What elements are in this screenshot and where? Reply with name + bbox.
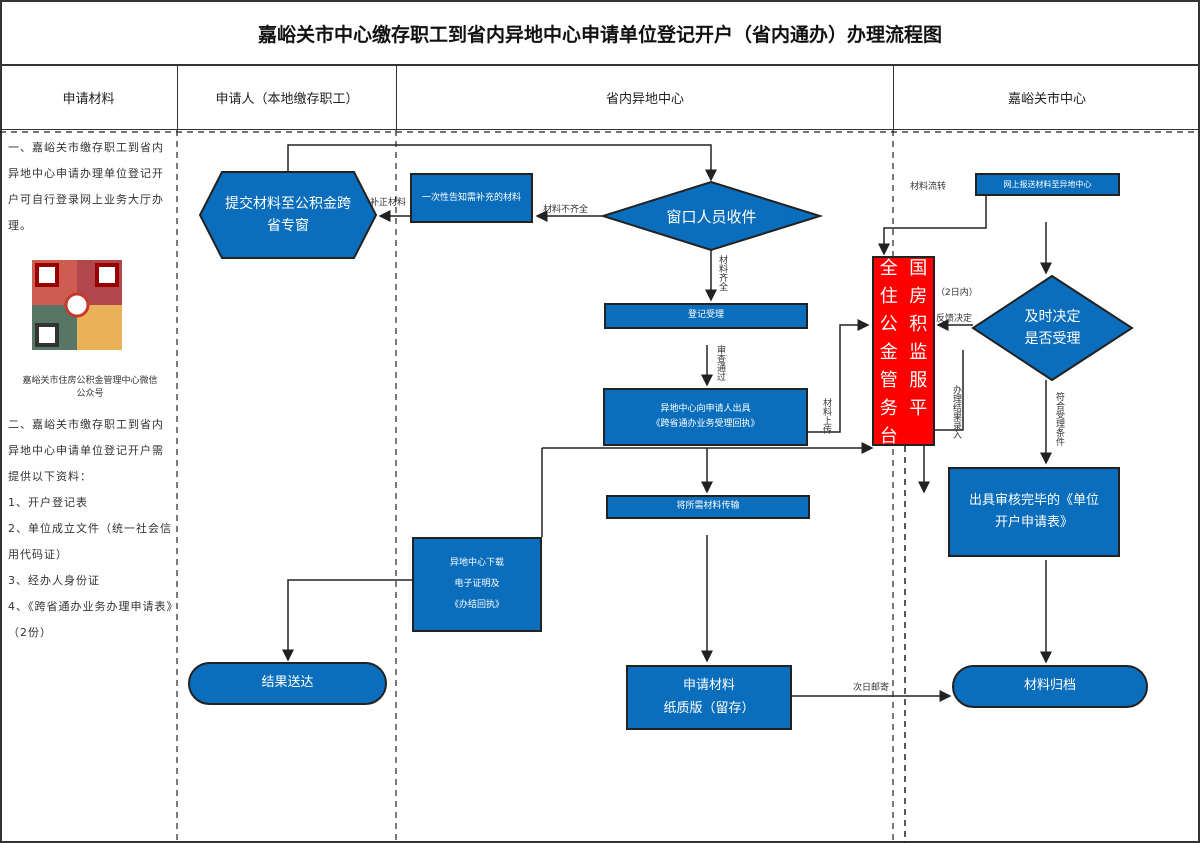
edge-label-approved: 审查通过 xyxy=(715,345,725,381)
node-paper-line: 纸质版（留存） xyxy=(663,700,755,716)
node-online: 网上报送材料至异地中心 xyxy=(975,173,1120,196)
edge-label-within: （2日内） xyxy=(936,288,978,298)
node-decide-line: 及时决定 xyxy=(1024,308,1081,325)
node-download-line: 异地中心下载 xyxy=(449,558,504,569)
node-form: 出具审核完毕的《单位开户申请表》 xyxy=(948,467,1120,557)
edge-label-mail: 次日邮寄 xyxy=(853,683,890,693)
edge-label-complete: 材料齐全 xyxy=(717,255,727,291)
platform-char: 监 xyxy=(909,342,928,363)
frame xyxy=(0,66,1200,843)
node-download-line: 《办结回执》 xyxy=(449,599,504,610)
column-header-remote-center: 省内异地中心 xyxy=(396,66,893,130)
qr-code-icon xyxy=(32,260,122,350)
edge-label-result-entry: 办理结果录入 xyxy=(951,385,961,439)
column-header-materials: 申请材料 xyxy=(0,66,177,130)
material-item: 3、经办人身份证 xyxy=(8,574,100,587)
node-platform: 全 国 住 房 公 积 金 监 管 服 务 平 台 xyxy=(872,256,935,447)
node-register: 登记受理 xyxy=(604,303,808,329)
platform-char: 全 xyxy=(879,258,898,279)
platform-char: 服 xyxy=(909,370,928,391)
qr-caption: 嘉峪关市住房公积金管理中心微信公众号 xyxy=(22,376,158,399)
edge-label-flow: 材料流转 xyxy=(910,182,947,192)
platform-char: 积 xyxy=(909,314,928,335)
node-decide-diamond xyxy=(971,274,1134,382)
node-download-line: 电子证明及 xyxy=(454,579,500,590)
edge-label-incomplete: 材料不齐全 xyxy=(543,205,589,215)
material-item: 2、单位成立文件（统一社会信用代码证） xyxy=(8,522,172,561)
material-item: 4、《跨省通办业务办理申请表》（2份） xyxy=(8,600,173,639)
column-header-applicant: 申请人（本地缴存职工） xyxy=(177,66,396,130)
platform-char: 住 xyxy=(879,286,898,307)
qr-code[interactable] xyxy=(22,250,132,360)
materials-intro: 一、嘉峪关市缴存职工到省内异地中心申请办理单位登记开户可自行登录网上业务大厅办理… xyxy=(8,141,164,232)
platform-char: 管 xyxy=(879,370,898,391)
node-decide: 及时决定 是否受理 xyxy=(973,276,1132,380)
node-receive: 窗口人员收件 xyxy=(666,207,757,226)
platform-char: 国 xyxy=(909,258,928,279)
node-paper: 申请材料 纸质版（留存） xyxy=(626,665,792,730)
node-notify: 一次性告知需补充的材料 xyxy=(410,173,533,223)
node-deliver: 结果送达 xyxy=(188,662,387,705)
node-download: 异地中心下载 电子证明及 《办结回执》 xyxy=(412,537,542,632)
node-receive-diamond xyxy=(599,180,824,252)
node-receipt-line: 《跨省通办业务受理回执》 xyxy=(651,419,760,429)
platform-char: 平 xyxy=(909,398,928,419)
materials-list: 二、嘉峪关市缴存职工到省内异地中心申请单位登记开户需提供以下资料： 1、开户登记… xyxy=(8,412,173,646)
node-receipt-line: 异地中心向申请人出具 xyxy=(660,403,751,414)
node-decide-line: 是否受理 xyxy=(1024,331,1081,347)
material-item: 1、开户登记表 xyxy=(8,496,88,509)
node-paper-line: 申请材料 xyxy=(682,678,735,694)
platform-char: 房 xyxy=(909,286,928,307)
platform-char: 务 xyxy=(879,398,898,419)
node-submit: 提交材料至公积金跨省专窗 xyxy=(225,195,351,234)
platform-char: 金 xyxy=(879,342,898,363)
edge-label-feedback: 反馈决定 xyxy=(936,314,973,324)
edge-label-supplement: 补正材料 xyxy=(370,198,407,208)
column-header-jiayuguan-center: 嘉峪关市中心 xyxy=(893,66,1200,130)
node-submit-hexagon xyxy=(198,171,378,259)
page-title: 嘉峪关市中心缴存职工到省内异地中心申请单位登记开户（省内通办）办理流程图 xyxy=(0,0,1200,66)
node-archive: 材料归档 xyxy=(952,665,1148,708)
node-transfer: 将所需材料传输 xyxy=(606,495,810,519)
edge-label-eligible: 符合受理条件 xyxy=(1054,392,1064,446)
edge-label-upload: 材料上传 xyxy=(821,398,831,434)
node-receipt: 异地中心向申请人出具 《跨省通办业务受理回执》 xyxy=(603,388,808,446)
platform-char: 公 xyxy=(879,314,898,335)
platform-char: 台 xyxy=(879,426,898,447)
materials-list-title: 二、嘉峪关市缴存职工到省内异地中心申请单位登记开户需提供以下资料： xyxy=(8,418,164,483)
